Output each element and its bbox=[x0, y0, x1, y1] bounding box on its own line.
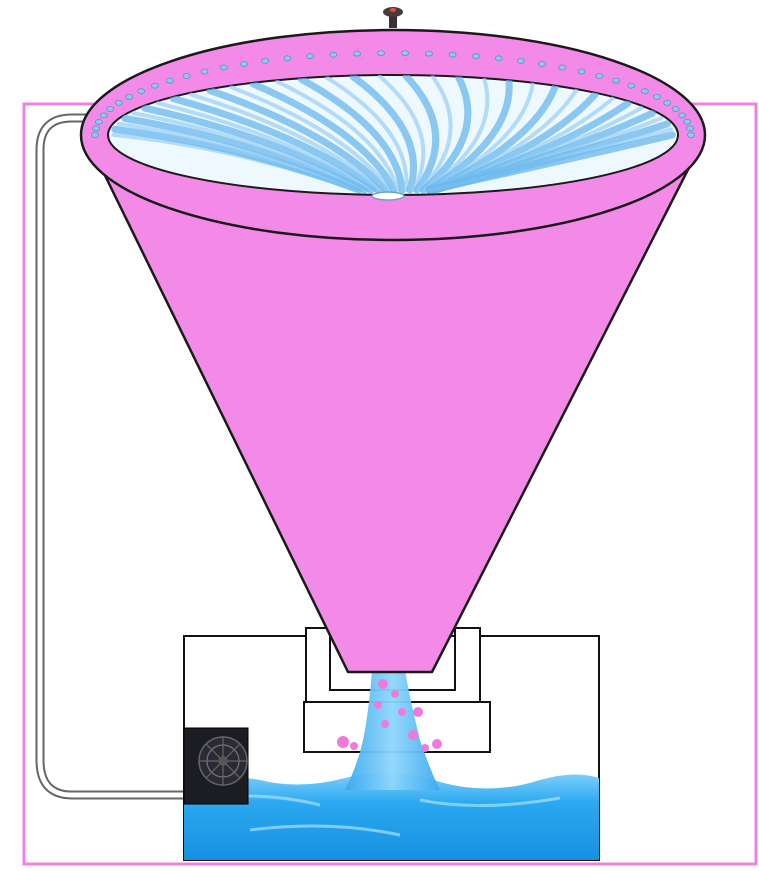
spray-nozzle bbox=[495, 56, 502, 61]
spray-nozzle bbox=[307, 54, 314, 59]
spray-nozzle bbox=[241, 62, 248, 67]
spray-nozzle bbox=[262, 58, 269, 63]
spray-nozzle bbox=[664, 100, 671, 105]
spray-nozzle bbox=[284, 56, 291, 61]
spray-nozzle bbox=[539, 62, 546, 67]
spray-nozzle bbox=[653, 94, 660, 99]
spray-nozzle bbox=[687, 126, 694, 131]
spray-nozzle bbox=[166, 78, 173, 83]
spray-nozzle bbox=[95, 119, 102, 124]
spray-nozzle bbox=[92, 133, 99, 138]
spray-nozzle bbox=[378, 51, 385, 56]
spray-nozzle bbox=[183, 73, 190, 78]
spray-nozzle bbox=[578, 69, 585, 74]
spray-nozzle bbox=[220, 65, 227, 70]
spray-nozzle bbox=[151, 83, 158, 88]
spray-nozzle bbox=[596, 73, 603, 78]
spray-nozzle bbox=[449, 52, 456, 57]
pump-fan bbox=[184, 728, 248, 804]
spray-nozzle bbox=[559, 65, 566, 70]
spray-nozzle bbox=[517, 58, 524, 63]
spray-nozzle bbox=[684, 119, 691, 124]
spray-nozzle bbox=[641, 89, 648, 94]
spray-nozzle bbox=[472, 54, 479, 59]
spray-nozzle bbox=[402, 51, 409, 56]
spray-nozzle bbox=[425, 51, 432, 56]
spray-nozzle bbox=[613, 78, 620, 83]
spray-nozzle bbox=[107, 107, 114, 112]
spray-nozzle bbox=[679, 113, 686, 118]
spray-nozzle bbox=[201, 69, 208, 74]
spray-nozzle bbox=[115, 100, 122, 105]
spray-nozzle bbox=[330, 52, 337, 57]
valve-knob bbox=[383, 7, 403, 28]
spray-nozzle bbox=[354, 51, 361, 56]
spray-nozzle bbox=[126, 94, 133, 99]
spray-nozzle bbox=[100, 113, 107, 118]
drain-hole bbox=[372, 192, 404, 200]
spray-nozzle bbox=[138, 89, 145, 94]
spray-nozzle bbox=[688, 133, 695, 138]
spray-nozzle bbox=[672, 107, 679, 112]
spray-nozzle bbox=[628, 83, 635, 88]
spray-nozzle bbox=[93, 126, 100, 131]
